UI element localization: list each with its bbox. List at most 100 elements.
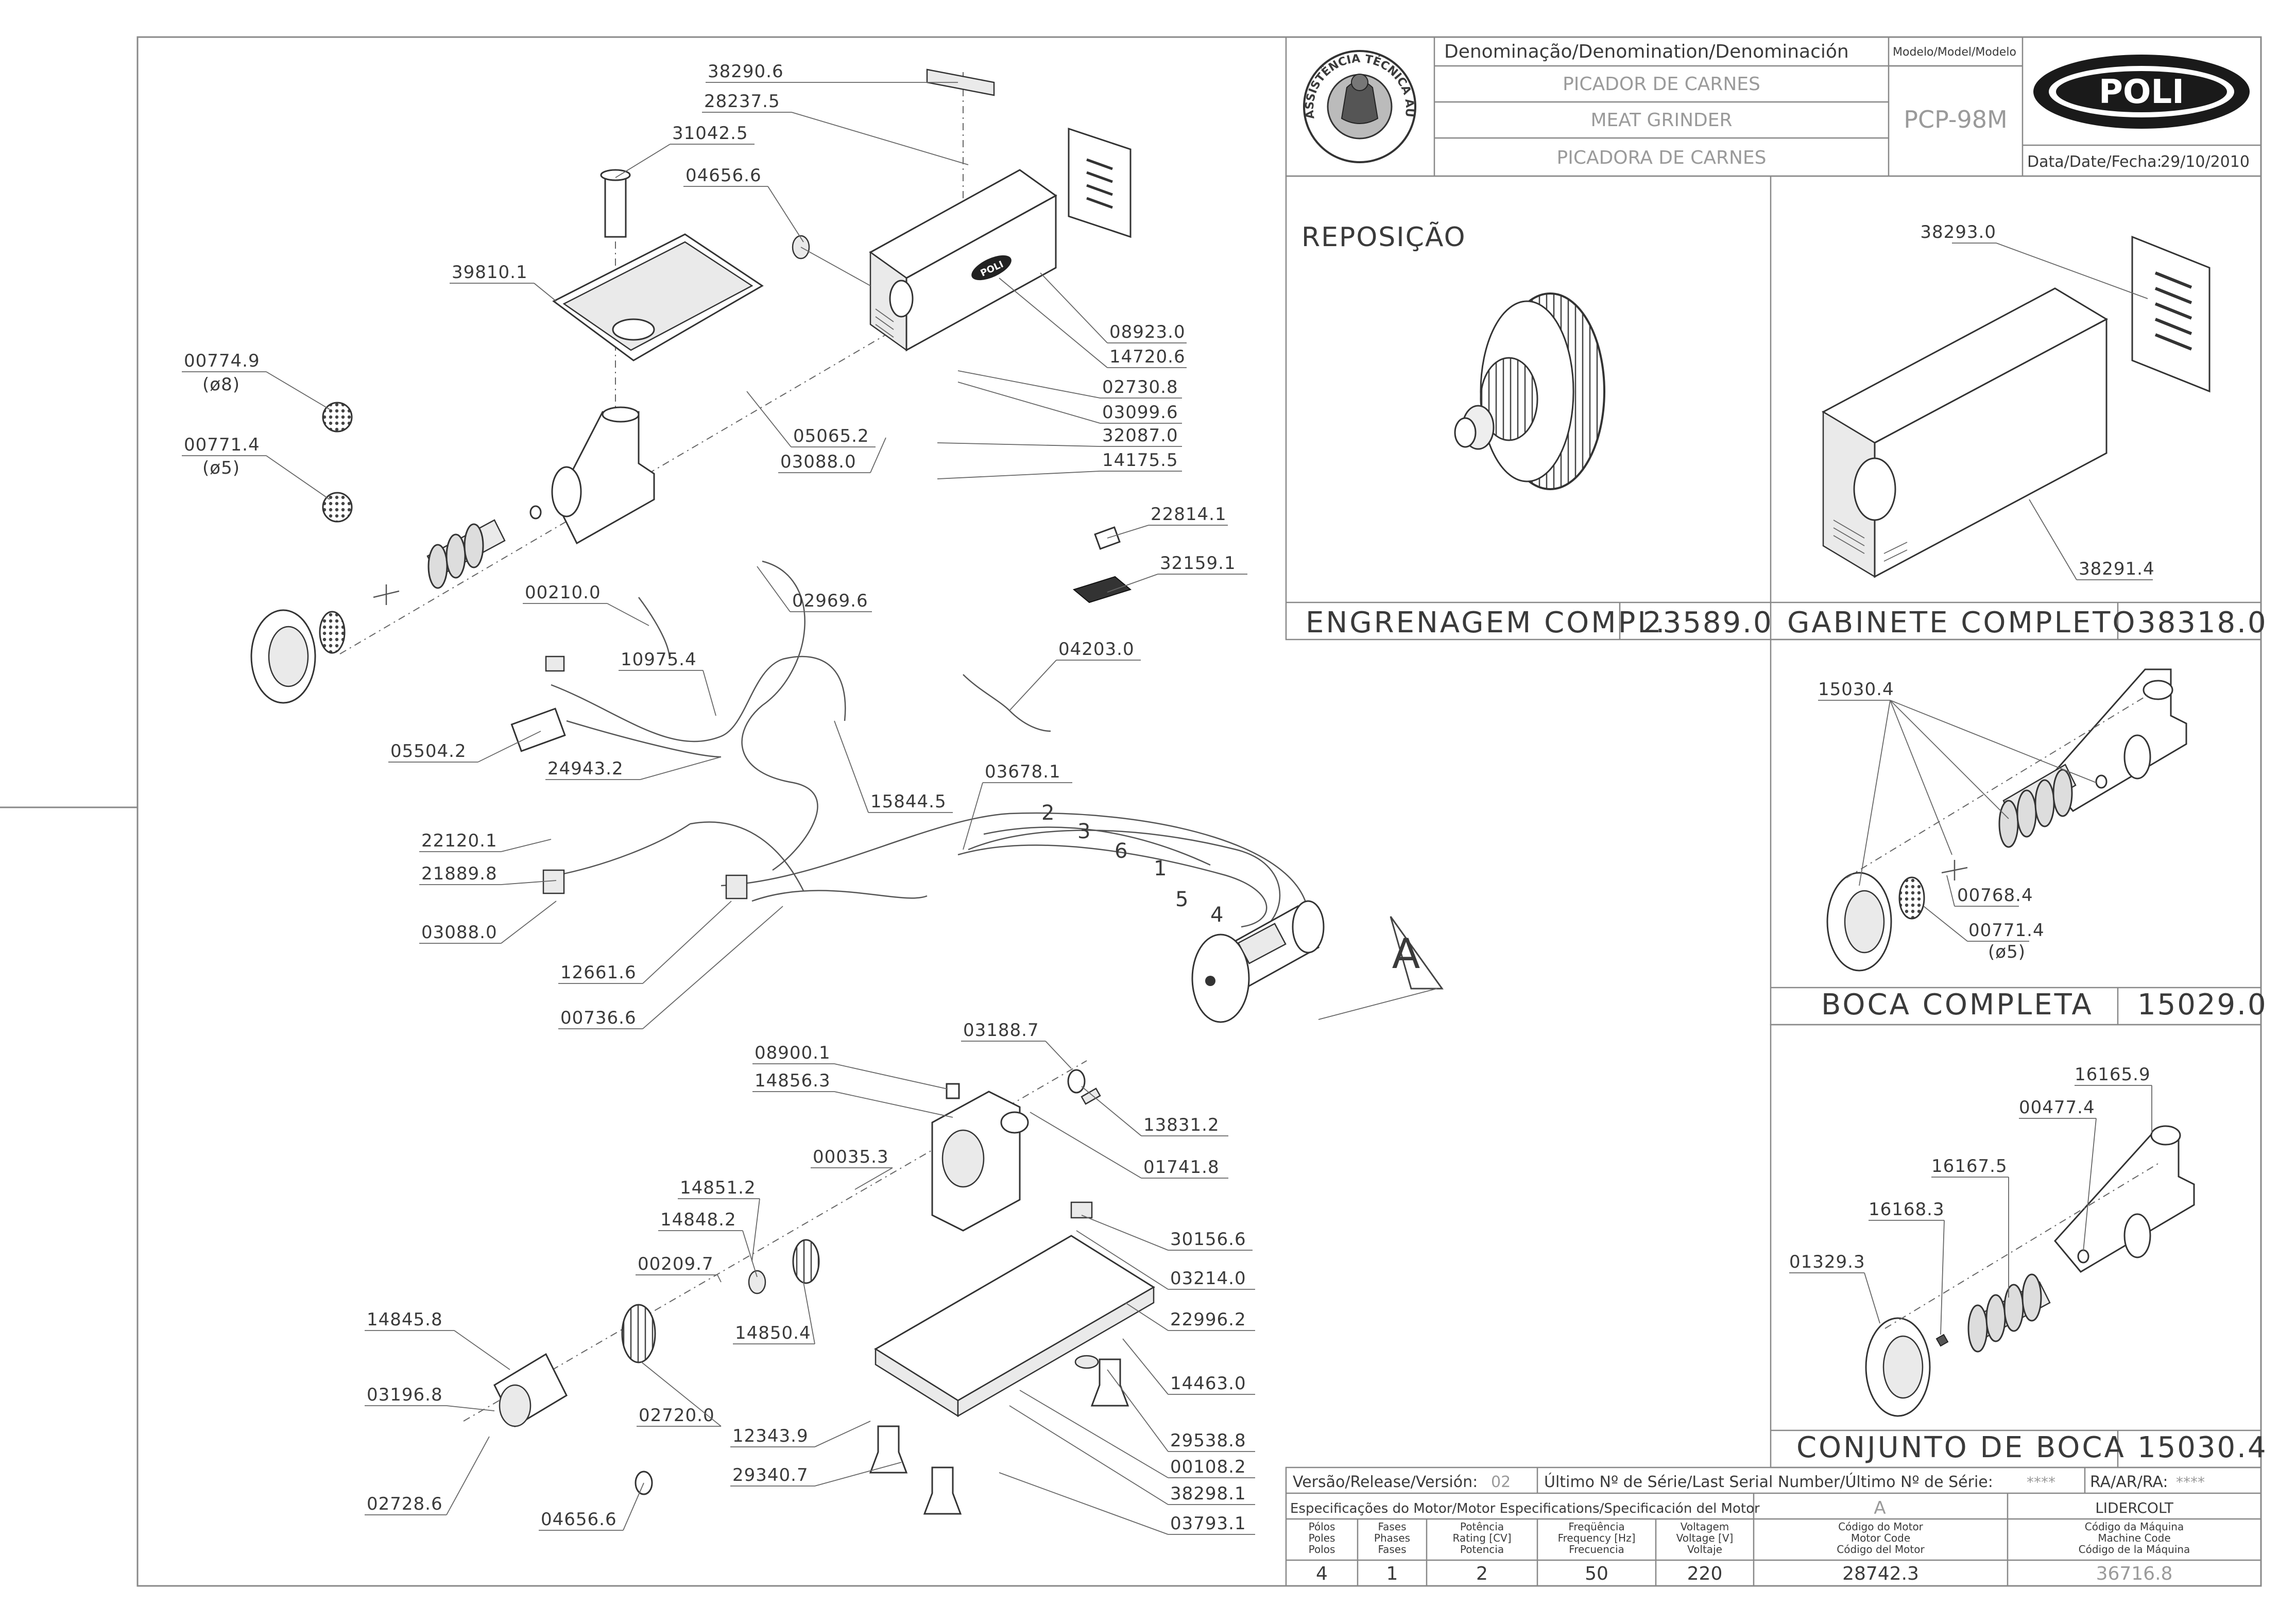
- drive-gear: [621, 1304, 656, 1363]
- wiring-harness: [510, 526, 1310, 960]
- conjunto-part-label: 16165.9: [2075, 1064, 2151, 1085]
- part-number-label: 03099.6: [1102, 402, 1178, 423]
- gearbox-housing: [931, 1083, 1029, 1232]
- serial-label: Último Nº de Série/Last Serial Number/Úl…: [1544, 1472, 1993, 1491]
- wire-number: 4: [1210, 903, 1223, 927]
- spec-value: 2: [1476, 1563, 1488, 1584]
- part-number-label: 14850.4: [735, 1323, 811, 1343]
- spec-header: Poles: [1309, 1532, 1335, 1544]
- part-number-label: 03088.0: [421, 922, 498, 943]
- part-number-label: 03678.1: [985, 762, 1061, 782]
- version-value: 02: [1491, 1473, 1511, 1491]
- part-number-label: 03793.1: [1170, 1513, 1246, 1534]
- part-number-label: 38298.1: [1170, 1483, 1246, 1504]
- spec-header: Potência: [1460, 1521, 1504, 1533]
- spec-header: Machine Code: [2098, 1532, 2170, 1544]
- boca-completa-name: BOCA COMPLETA: [1821, 988, 2094, 1022]
- part-number-label: 00736.6: [560, 1008, 637, 1028]
- spec-header: Código de la Máquina: [2079, 1543, 2190, 1556]
- part-number-label: (ø8): [202, 374, 240, 395]
- side-grille: [1068, 127, 1132, 238]
- spec-header: Código do Motor: [1838, 1521, 1924, 1533]
- part-number-label: 05504.2: [390, 741, 467, 762]
- spec-value: 220: [1687, 1563, 1723, 1584]
- part-number-label: 00771.4: [184, 435, 260, 455]
- part-number-label: 38290.6: [708, 61, 784, 82]
- part-number-label: 04203.0: [1058, 639, 1135, 660]
- wire-number: 2: [1041, 801, 1054, 825]
- plate-8mm: [322, 402, 353, 433]
- spec-header: Rating [CV]: [1452, 1532, 1511, 1544]
- spec-header: Código da Máquina: [2085, 1521, 2184, 1533]
- conjunto-boca-code: 15030.4: [2137, 1431, 2268, 1464]
- denomination-header: Denominação/Denomination/Denominación: [1444, 41, 1849, 62]
- base-plate: [874, 1235, 1155, 1418]
- part-number-label: 00210.0: [525, 582, 601, 603]
- detail-marker-a: A: [1318, 916, 1444, 1020]
- part-number-label: 01741.8: [1143, 1157, 1220, 1178]
- spec-header: Phases: [1374, 1532, 1410, 1544]
- part-number-label: 29340.7: [732, 1465, 809, 1485]
- cabinet-complete-name: GABINETE COMPLETO: [1787, 606, 2137, 640]
- part-number-label: 28237.5: [704, 91, 780, 112]
- manufacturer: LIDERCOLT: [2095, 1499, 2174, 1516]
- part-number-label: 03214.0: [1170, 1268, 1246, 1289]
- part-number-label: 14856.3: [755, 1070, 831, 1091]
- main-exploded-view: POLI: [182, 61, 1444, 1535]
- motor: [1191, 900, 1325, 1023]
- date-value: 29/10/2010: [2161, 153, 2250, 171]
- cabinet-complete-code: 38318.0: [2137, 606, 2268, 640]
- part-number-label: 32159.1: [1160, 553, 1236, 574]
- part-number-label: 22996.2: [1170, 1309, 1246, 1330]
- part-number-label: 02720.0: [639, 1405, 715, 1426]
- svg-text:POLI: POLI: [2099, 73, 2184, 111]
- part-number-label: 14845.8: [367, 1309, 443, 1330]
- part-number-label: 00774.9: [184, 351, 260, 371]
- conjunto-part-label: 01329.3: [1789, 1252, 1865, 1272]
- pinion-gear: [792, 1239, 820, 1284]
- plate-5mm: [322, 492, 353, 523]
- model-header: Modelo/Model/Modelo: [1893, 46, 2016, 59]
- part-number-label: 03088.0: [780, 452, 856, 472]
- spec-header: Frequency [Hz]: [1558, 1532, 1636, 1544]
- motor-marker: A: [1874, 1498, 1886, 1518]
- part-number-label: 04656.6: [686, 165, 762, 186]
- wire-number: 5: [1175, 888, 1188, 911]
- gear-complete-code: 23589.0: [1643, 606, 1773, 640]
- part-number-label: 30156.6: [1170, 1229, 1246, 1250]
- conjunto-boca-panel: 16165.9 00477.4 16167.5 16168.3 01329.3 …: [1770, 1024, 2268, 1468]
- poli-logo: POLI: [2033, 55, 2250, 129]
- motor-spec-table: Versão/Release/Versión: 02 Último Nº de …: [1285, 1466, 2262, 1587]
- spec-value: 50: [1585, 1563, 1608, 1584]
- part-number-label: 22120.1: [421, 831, 498, 851]
- gear-complete-name: ENGRENAGEM COMPL.: [1306, 606, 1667, 640]
- part-number-label: 03188.7: [963, 1020, 1039, 1041]
- product-name-pt: PICADOR DE CARNES: [1563, 74, 1760, 95]
- part-number-label: 14720.6: [1109, 347, 1186, 367]
- boca-completa-code: 15029.0: [2137, 988, 2268, 1022]
- part-number-label: 03196.8: [367, 1385, 443, 1405]
- part-number-label: 32087.0: [1102, 425, 1178, 446]
- model-number: PCP-98M: [1904, 106, 2007, 133]
- spec-header: Potencia: [1460, 1543, 1504, 1556]
- replacement-heading: REPOSIÇÃO: [1301, 221, 1466, 253]
- cabinet-part-label: 38293.0: [1920, 222, 1996, 243]
- part-number-label: 00035.3: [813, 1147, 889, 1167]
- part-number-label: 22814.1: [1151, 504, 1227, 525]
- spec-value: 1: [1386, 1563, 1398, 1584]
- svg-text:A: A: [1392, 930, 1420, 978]
- part-number-label: 14175.5: [1102, 450, 1178, 471]
- wire-number: 1: [1154, 857, 1167, 880]
- version-label: Versão/Release/Versión:: [1293, 1473, 1478, 1491]
- spec-header: Frecuencia: [1569, 1543, 1624, 1556]
- part-number-label: 14851.2: [680, 1178, 756, 1198]
- spec-header: Motor Code: [1851, 1532, 1910, 1544]
- sticker: [1072, 576, 1132, 603]
- conjunto-boca-name: CONJUNTO DE BOCA: [1796, 1431, 2126, 1464]
- boca-part-label: 00771.4: [1968, 920, 2045, 941]
- ra-value: ****: [2176, 1474, 2205, 1491]
- part-number-label: 31042.5: [672, 123, 748, 144]
- part-number-label: 08923.0: [1109, 322, 1186, 342]
- part-number-label: 15844.5: [870, 791, 947, 812]
